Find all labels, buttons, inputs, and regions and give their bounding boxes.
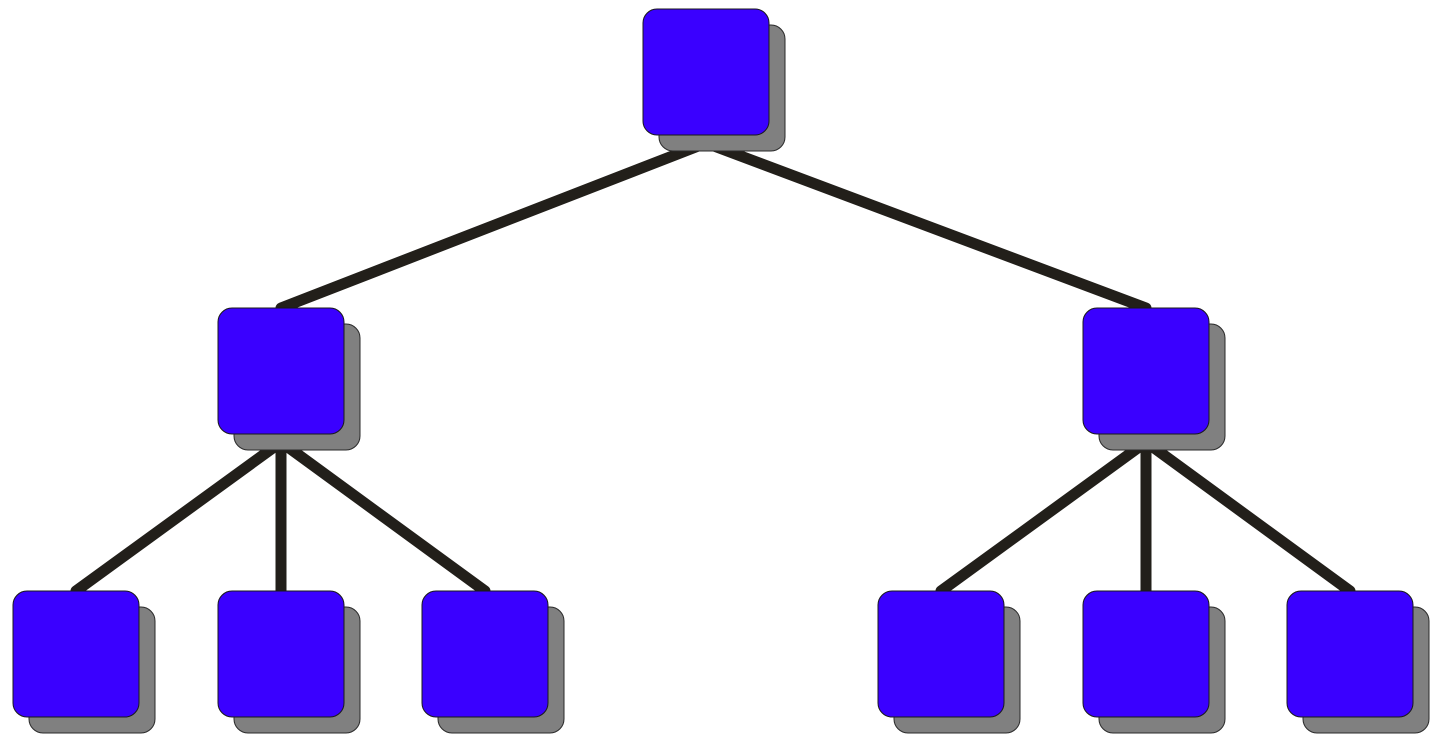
node-right-leaf-1 [877,590,1021,734]
edge-right-child-to-right-leaf-3 [1140,436,1356,597]
node-right-child [1082,307,1226,451]
node-box [421,590,549,718]
edge-left-child-to-left-leaf-1 [70,436,287,597]
node-box [877,590,1005,718]
node-box [1082,590,1210,718]
node-left-child [217,307,361,451]
node-root [642,8,786,152]
node-left-leaf-3 [421,590,565,734]
node-box [217,307,345,435]
node-left-leaf-2 [217,590,361,734]
node-right-leaf-3 [1286,590,1430,734]
tree-edges [70,137,1356,597]
node-box [1082,307,1210,435]
node-right-leaf-2 [1082,590,1226,734]
edge-root-to-right-child [700,137,1152,314]
edge-right-child-to-right-leaf-1 [935,436,1152,597]
node-box [1286,590,1414,718]
node-box [12,590,140,718]
edge-root-to-left-child [275,137,712,314]
node-box [217,590,345,718]
edge-left-child-to-left-leaf-3 [275,436,491,597]
tree-nodes [12,8,1430,734]
node-left-leaf-1 [12,590,156,734]
node-box [642,8,770,136]
